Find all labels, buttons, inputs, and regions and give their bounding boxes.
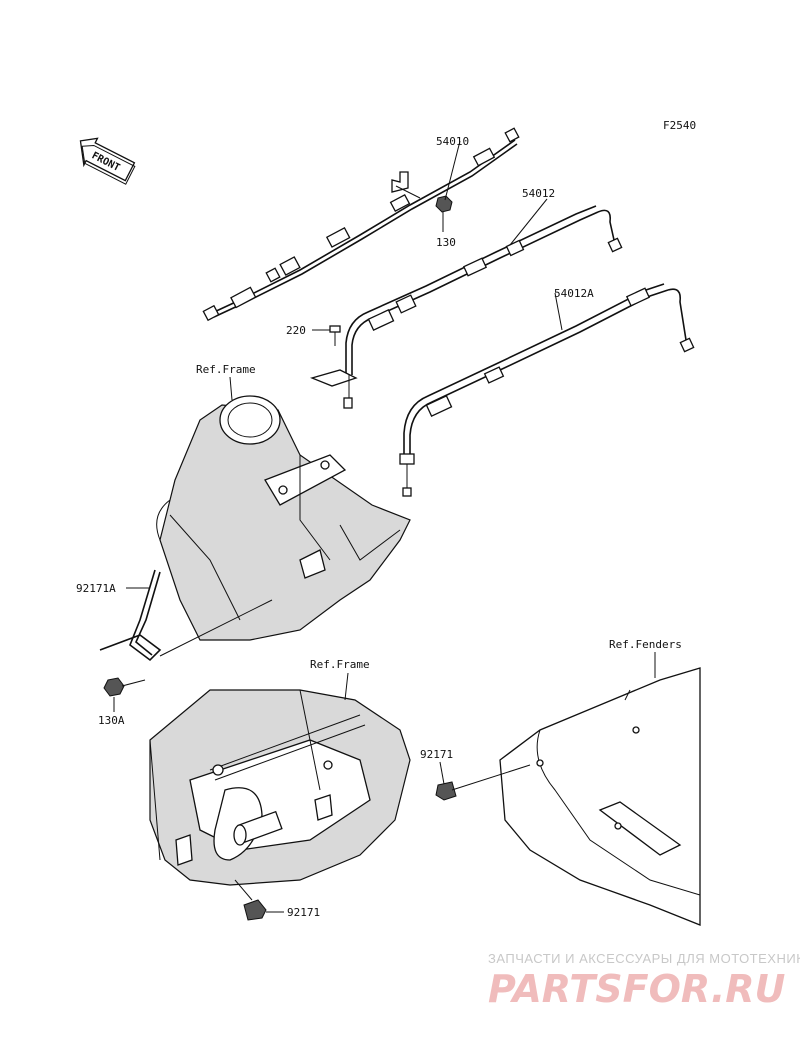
fender-section [499, 667, 701, 926]
upper-frame-section [156, 395, 411, 641]
clamp-92171a [99, 569, 273, 662]
bolt-220 [329, 325, 341, 346]
front-arrow-icon: FRONT [79, 137, 136, 185]
clamp-92171-right [435, 761, 531, 801]
label-ref-frame-bottom: Ref.Frame [310, 658, 370, 671]
throttle-cable-54012 [309, 205, 623, 409]
clamp-92171-bottom [234, 879, 284, 921]
label-54012: 54012 [522, 187, 555, 200]
label-ref-fenders: Ref.Fenders [609, 638, 682, 651]
label-220: 220 [286, 324, 306, 337]
label-92171-bottom: 92171 [287, 906, 320, 919]
lower-frame-section [149, 689, 411, 886]
watermark-brand: PARTSFOR.RU [488, 967, 786, 1011]
throttle-cable-54010 [202, 127, 520, 322]
label-54012a: 54012A [554, 287, 594, 300]
watermark-tagline: ЗАПЧАСТИ И АКСЕССУАРЫ ДЛЯ МОТОТЕХНИКИ [488, 951, 800, 966]
label-ref-frame-top: Ref.Frame [196, 363, 256, 376]
label-92171a: 92171A [76, 582, 116, 595]
figure-code: F2540 [663, 119, 696, 132]
label-130: 130 [436, 236, 456, 249]
bolt-130a [103, 677, 146, 712]
label-92171-right: 92171 [420, 748, 453, 761]
throttle-cable-54012a [399, 283, 695, 497]
bolt-130 [435, 195, 453, 232]
label-54010: 54010 [436, 135, 469, 148]
label-130a: 130A [98, 714, 125, 727]
